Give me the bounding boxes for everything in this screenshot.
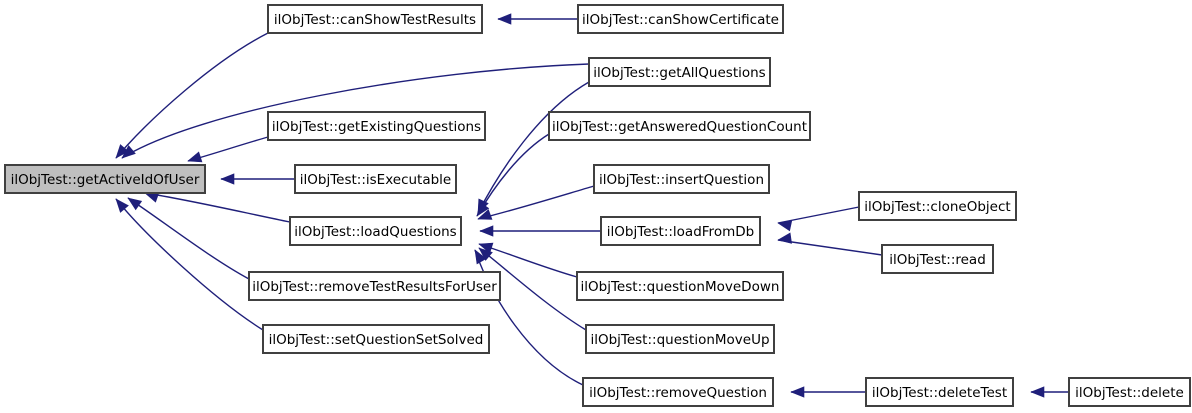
graph-node-removeTestResultsForUser[interactable]: ilObjTest::removeTestResultsForUser (248, 271, 501, 301)
node-rect[interactable] (267, 111, 486, 141)
graph-node-getAllQuestions[interactable]: ilObjTest::getAllQuestions (588, 57, 771, 87)
arrowhead (790, 386, 805, 398)
arrowhead (477, 209, 493, 220)
node-label: ilObjTest::isExecutable (300, 172, 452, 188)
arrowhead (1030, 386, 1045, 398)
call-edge (477, 81, 590, 214)
node-rect[interactable] (585, 324, 775, 354)
arrowhead (115, 198, 129, 213)
arrowheads-layer (115, 13, 1045, 398)
call-edge (477, 185, 595, 220)
call-edge (127, 197, 250, 280)
node-label: ilObjTest::getAllQuestions (593, 65, 765, 81)
graph-node-loadFromDb[interactable]: ilObjTest::loadFromDb (600, 216, 761, 246)
arrowhead (115, 144, 129, 159)
node-rect[interactable] (262, 324, 490, 354)
graph-node-questionMoveUp[interactable]: ilObjTest::questionMoveUp (585, 324, 775, 354)
node-rect[interactable] (248, 271, 501, 301)
graph-node-insertQuestion[interactable]: ilObjTest::insertQuestion (593, 164, 770, 194)
node-label: ilObjTest::canShowCertificate (582, 12, 779, 28)
node-label: ilObjTest::setQuestionSetSolved (269, 332, 484, 348)
graph-node-removeQuestion[interactable]: ilObjTest::removeQuestion (582, 377, 774, 407)
arrowhead (497, 13, 512, 25)
nodes-layer: ilObjTest::getActiveIdOfUserilObjTest::c… (4, 4, 1191, 407)
graph-node-getAnsweredQuestionCount[interactable]: ilObjTest::getAnsweredQuestionCount (548, 111, 811, 141)
call-edge (777, 239, 883, 256)
call-edge (115, 198, 264, 331)
arrowhead (479, 225, 494, 237)
graph-node-setQuestionSetSolved[interactable]: ilObjTest::setQuestionSetSolved (262, 324, 490, 354)
node-rect[interactable] (588, 57, 771, 87)
node-rect[interactable] (582, 377, 774, 407)
call-edge (121, 63, 590, 159)
node-label: ilObjTest::questionMoveUp (590, 332, 769, 348)
arrowhead (220, 173, 235, 185)
arrowhead (127, 197, 143, 211)
node-label: ilObjTest::read (889, 252, 986, 268)
graph-node-cloneObject[interactable]: ilObjTest::cloneObject (858, 191, 1017, 221)
arrowhead (777, 232, 792, 244)
node-label: ilObjTest::canShowTestResults (274, 12, 476, 28)
graph-node-canShowCertificate[interactable]: ilObjTest::canShowCertificate (577, 4, 784, 34)
node-label: ilObjTest::removeQuestion (589, 385, 767, 401)
node-rect[interactable] (858, 191, 1017, 221)
node-rect[interactable] (576, 271, 784, 301)
node-label: ilObjTest::insertQuestion (599, 172, 764, 188)
graph-node-getExistingQuestions[interactable]: ilObjTest::getExistingQuestions (267, 111, 486, 141)
graph-node-isExecutable[interactable]: ilObjTest::isExecutable (294, 164, 457, 194)
node-label: ilObjTest::removeTestResultsForUser (252, 279, 497, 295)
graph-node-getActiveIdOfUser[interactable]: ilObjTest::getActiveIdOfUser (4, 164, 206, 194)
arrowhead (121, 145, 136, 159)
call-edge (115, 32, 269, 159)
node-label: ilObjTest::delete (1075, 385, 1184, 401)
call-edge (144, 192, 291, 223)
node-label: ilObjTest::questionMoveDown (581, 279, 780, 295)
node-label: ilObjTest::deleteTest (872, 385, 1007, 401)
node-rect[interactable] (267, 4, 483, 34)
graph-node-deleteTest[interactable]: ilObjTest::deleteTest (865, 377, 1014, 407)
graph-node-questionMoveDown[interactable]: ilObjTest::questionMoveDown (576, 271, 784, 301)
node-label: ilObjTest::getAnsweredQuestionCount (552, 119, 807, 135)
arrowhead (777, 220, 793, 232)
node-label: ilObjTest::getActiveIdOfUser (11, 172, 200, 188)
graph-node-loadQuestions[interactable]: ilObjTest::loadQuestions (289, 216, 462, 246)
arrowhead (476, 201, 490, 217)
node-rect[interactable] (577, 4, 784, 34)
arrowhead (474, 249, 487, 265)
node-rect-current[interactable] (4, 164, 206, 194)
node-rect[interactable] (548, 111, 811, 141)
arrowhead (187, 151, 203, 163)
graph-node-delete[interactable]: ilObjTest::delete (1068, 377, 1191, 407)
node-label: ilObjTest::cloneObject (864, 199, 1010, 215)
arrowhead (478, 242, 494, 254)
node-label: ilObjTest::getExistingQuestions (272, 119, 481, 135)
node-rect[interactable] (289, 216, 462, 246)
node-rect[interactable] (294, 164, 457, 194)
call-edge (777, 206, 860, 224)
graph-node-canShowTestResults[interactable]: ilObjTest::canShowTestResults (267, 4, 483, 34)
node-rect[interactable] (881, 244, 994, 274)
node-rect[interactable] (593, 164, 770, 194)
node-label: ilObjTest::loadFromDb (607, 224, 754, 240)
node-rect[interactable] (865, 377, 1014, 407)
node-label: ilObjTest::loadQuestions (294, 224, 456, 240)
node-rect[interactable] (600, 216, 761, 246)
call-edge (474, 249, 584, 386)
arrowhead (478, 247, 493, 261)
node-rect[interactable] (1068, 377, 1191, 407)
graph-node-read[interactable]: ilObjTest::read (881, 244, 994, 274)
